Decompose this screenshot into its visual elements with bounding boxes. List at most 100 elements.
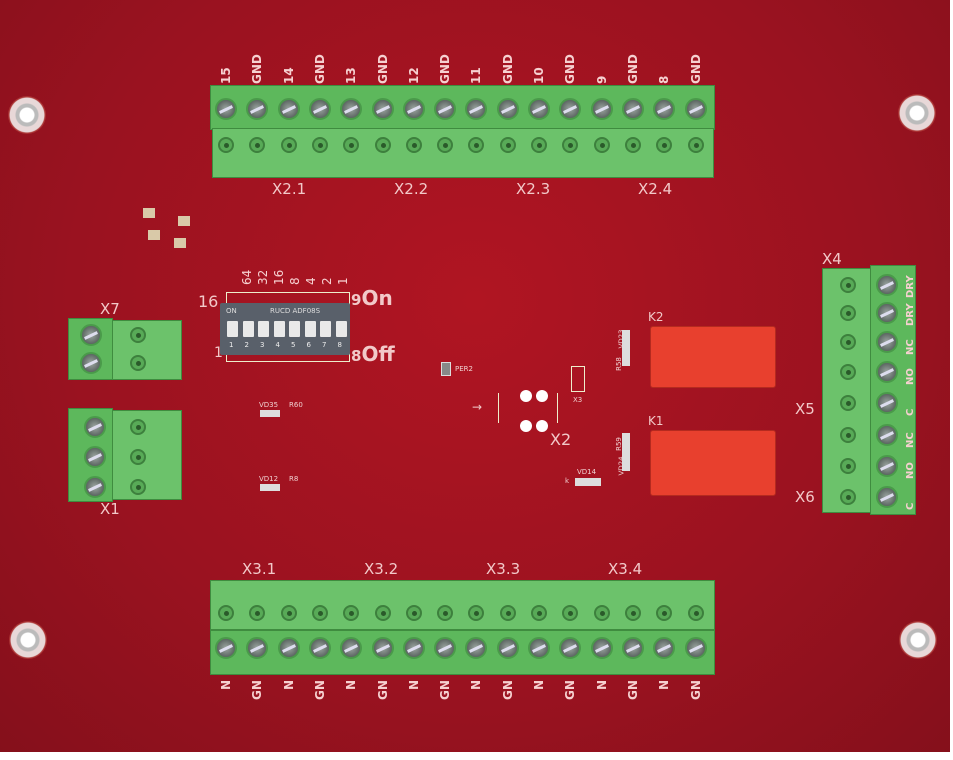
top-pin-label: GND bbox=[563, 54, 578, 84]
top-terminal-screw[interactable] bbox=[246, 98, 269, 120]
bottom-terminal-screw[interactable] bbox=[371, 637, 394, 659]
right-terminal-pin bbox=[840, 364, 856, 380]
top-terminal-screw[interactable] bbox=[402, 98, 425, 120]
mounting-hole bbox=[8, 96, 46, 134]
right-pin-label: C bbox=[905, 408, 916, 416]
bottom-terminal-screw[interactable] bbox=[215, 637, 237, 659]
x7-screw[interactable] bbox=[80, 352, 102, 374]
top-terminal-screw[interactable] bbox=[308, 98, 331, 120]
right-terminal-screw[interactable] bbox=[876, 424, 898, 446]
top-terminal-screw[interactable] bbox=[340, 98, 363, 120]
x7-header bbox=[112, 320, 182, 380]
top-pin-label: 14 bbox=[281, 67, 296, 84]
bottom-terminal-screw[interactable] bbox=[465, 637, 488, 659]
top-terminal-screw[interactable] bbox=[559, 98, 582, 120]
bottom-terminal-screw[interactable] bbox=[402, 637, 425, 659]
bottom-pin-label: N bbox=[281, 679, 296, 690]
right-terminal-screw[interactable] bbox=[876, 331, 898, 353]
bottom-terminal-screw[interactable] bbox=[277, 637, 300, 659]
bottom-terminal-screw[interactable] bbox=[621, 637, 644, 659]
dip-switch-number: 5 bbox=[291, 341, 296, 349]
dip-switch-number: 7 bbox=[322, 341, 327, 349]
top-terminal-pin bbox=[531, 137, 547, 153]
top-terminal-screw[interactable] bbox=[621, 98, 644, 120]
bottom-pin-label: N bbox=[406, 679, 421, 690]
bottom-pin-label: GN bbox=[438, 680, 453, 700]
right-terminal-screw[interactable] bbox=[876, 302, 898, 324]
bottom-pin-label: GN bbox=[250, 680, 265, 700]
right-terminal-pin bbox=[840, 427, 856, 443]
top-pin-label: GND bbox=[500, 54, 515, 84]
top-terminal-screw[interactable] bbox=[371, 98, 394, 120]
bottom-terminal-screw[interactable] bbox=[528, 637, 550, 659]
top-pin-label: GND bbox=[625, 54, 640, 84]
dip-switch-toggle[interactable] bbox=[258, 321, 269, 337]
right-terminal-screw[interactable] bbox=[876, 455, 898, 477]
x1-screw[interactable] bbox=[84, 476, 106, 498]
bottom-pin-label: N bbox=[657, 679, 672, 690]
top-terminal-screw[interactable] bbox=[215, 98, 237, 120]
bottom-terminal-screw[interactable] bbox=[559, 637, 582, 659]
label-r8: R8 bbox=[289, 475, 299, 483]
bottom-terminal-pin bbox=[562, 605, 579, 621]
bottom-terminal-screw[interactable] bbox=[340, 637, 363, 659]
top-pin-label: GND bbox=[312, 54, 327, 84]
led-vd24 bbox=[622, 433, 630, 471]
right-terminal-screw[interactable] bbox=[876, 274, 898, 296]
x3-header bbox=[571, 366, 585, 392]
top-terminal-pin bbox=[656, 137, 673, 153]
mounting-hole bbox=[899, 621, 937, 659]
dip-switch-toggle[interactable] bbox=[289, 321, 300, 337]
top-terminal-screw[interactable] bbox=[653, 98, 676, 120]
bottom-terminal-screw[interactable] bbox=[246, 637, 269, 659]
top-terminal-screw[interactable] bbox=[465, 98, 488, 120]
top-terminal-screw[interactable] bbox=[277, 98, 300, 120]
bottom-terminal-screw[interactable] bbox=[590, 637, 613, 659]
bottom-pin-label: N bbox=[532, 679, 546, 690]
top-terminal-screw[interactable] bbox=[434, 98, 457, 120]
bottom-group-label: X3.3 bbox=[486, 560, 521, 578]
bottom-terminal-screw[interactable] bbox=[308, 637, 331, 659]
x1-screw[interactable] bbox=[84, 416, 106, 438]
top-pin-label: 15 bbox=[219, 67, 233, 84]
bottom-terminal-pin bbox=[656, 605, 673, 621]
x1-screw[interactable] bbox=[84, 446, 106, 468]
dip-weight-label: 8 bbox=[288, 277, 302, 285]
dip-weight-label: 2 bbox=[320, 277, 334, 285]
right-terminal-screw[interactable] bbox=[876, 392, 898, 414]
dip-switch-toggle[interactable] bbox=[227, 321, 238, 337]
dip-switch-toggle[interactable] bbox=[335, 321, 347, 337]
top-pin-label: GND bbox=[250, 54, 265, 84]
bottom-group-label: X3.2 bbox=[364, 560, 399, 578]
dip-switch-toggle[interactable] bbox=[273, 321, 285, 337]
right-terminal-screw[interactable] bbox=[876, 361, 898, 383]
dip-switch-toggle[interactable] bbox=[320, 321, 331, 337]
x7-screw[interactable] bbox=[80, 324, 102, 346]
bottom-terminal-screw[interactable] bbox=[496, 637, 519, 659]
dip-right-bottom-label: 8 bbox=[351, 347, 362, 365]
label-k: k bbox=[565, 477, 570, 485]
bottom-terminal-screw[interactable] bbox=[653, 637, 676, 659]
top-pin-label: GND bbox=[688, 54, 703, 84]
label-r60: R60 bbox=[289, 401, 303, 409]
bottom-terminal-screw[interactable] bbox=[434, 637, 457, 659]
top-terminal-screw[interactable] bbox=[528, 98, 550, 120]
top-terminal-pin bbox=[499, 137, 516, 153]
dip-switch-number: 1 bbox=[229, 341, 234, 349]
top-terminal-pin bbox=[218, 137, 234, 153]
top-group-label: X2.1 bbox=[272, 180, 307, 198]
top-terminal-screw[interactable] bbox=[590, 98, 613, 120]
right-pin-label: NO bbox=[905, 368, 916, 385]
x2-pad bbox=[520, 420, 532, 432]
x2-pad bbox=[520, 390, 532, 402]
top-pin-label: 10 bbox=[532, 67, 546, 84]
dip-switch-toggle[interactable] bbox=[304, 321, 316, 337]
top-terminal-pin bbox=[437, 137, 454, 153]
dip-switch-toggle[interactable] bbox=[242, 321, 254, 337]
top-terminal-screw[interactable] bbox=[496, 98, 519, 120]
bottom-terminal-screw[interactable] bbox=[684, 637, 707, 659]
top-terminal-screw[interactable] bbox=[684, 98, 707, 120]
right-terminal-screw[interactable] bbox=[876, 486, 898, 508]
bottom-terminal-pin bbox=[311, 605, 328, 621]
